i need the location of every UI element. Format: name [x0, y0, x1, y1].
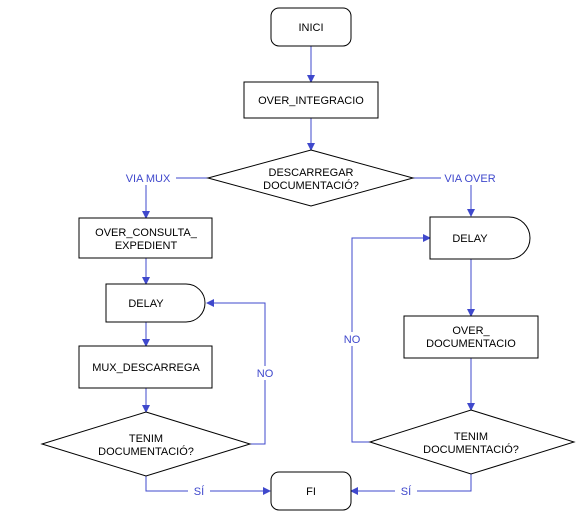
node-over-consulta: OVER_CONSULTA_ EXPEDIENT: [78, 217, 213, 259]
fi-terminator: [270, 471, 352, 511]
node-decision-tenim-left: TENIM DOCUMENTACIÓ?: [40, 411, 252, 477]
decision-descarregar-line1: DESCARREGAR: [269, 167, 354, 179]
node-over-documentacio: OVER_ DOCUMENTACIO: [403, 315, 539, 359]
decision-tenim-right-line2: DOCUMENTACIÓ?: [423, 443, 519, 456]
si-left-label: SÍ: [194, 485, 205, 498]
over-consulta-line2: EXPEDIENT: [115, 240, 178, 252]
mux-descarrega-box: [78, 345, 213, 389]
node-over-integracio: OVER_INTEGRACIO: [243, 81, 379, 119]
si-left-label-bg: [188, 484, 210, 498]
node-decision-descarregar: DESCARREGAR DOCUMENTACIÓ?: [206, 149, 415, 207]
delay-left-label: DELAY: [128, 298, 164, 310]
over-documentacio-line2: DOCUMENTACIO: [426, 338, 516, 350]
no-right-label: NO: [344, 334, 361, 346]
node-inici: INICI: [270, 7, 352, 47]
delay-left-shape: [105, 283, 206, 323]
no-right-label-bg: [339, 332, 365, 346]
decision-tenim-right-line1: TENIM: [454, 431, 488, 443]
via-over-label: VIA OVER: [444, 173, 495, 185]
edge-si-left-to-fi: [145, 476, 271, 495]
over-integracio-box: [243, 81, 379, 119]
inici-terminator: [270, 7, 352, 47]
decision-tenim-left-line1: TENIM: [129, 433, 163, 445]
node-delay-left: DELAY: [105, 283, 206, 323]
decision-descarregar-line2: DOCUMENTACIÓ?: [263, 179, 359, 192]
node-delay-right: DELAY: [429, 216, 531, 260]
decision-descarregar-diamond: [206, 149, 415, 207]
decision-tenim-left-line2: DOCUMENTACIÓ?: [98, 445, 194, 458]
over-consulta-line1: OVER_CONSULTA_: [95, 227, 198, 239]
node-mux-descarrega: MUX_DESCARREGA: [78, 345, 213, 389]
si-right-label-bg: [395, 484, 417, 498]
over-documentacio-line1: OVER_: [452, 325, 490, 337]
delay-right-label: DELAY: [452, 233, 488, 245]
decision-tenim-right-diamond: [368, 409, 576, 475]
over-consulta-box: [78, 217, 213, 259]
via-mux-label-bg: [120, 171, 176, 185]
no-left-label: NO: [257, 368, 274, 380]
inici-label: INICI: [298, 22, 323, 34]
decision-tenim-left-diamond: [40, 411, 252, 477]
fi-label: FI: [306, 486, 316, 498]
via-over-label-bg: [441, 171, 499, 185]
over-integracio-label: OVER_INTEGRACIO: [258, 95, 364, 107]
edge-si-right-to-fi: [350, 474, 472, 495]
node-decision-tenim-right: TENIM DOCUMENTACIÓ?: [368, 409, 576, 475]
edge-labels: VIA MUX VIA OVER NO NO SÍ SÍ: [120, 171, 499, 498]
over-documentacio-box: [403, 315, 539, 359]
mux-descarrega-label: MUX_DESCARREGA: [92, 362, 200, 374]
no-left-label-bg: [252, 366, 278, 380]
si-right-label: SÍ: [401, 485, 412, 498]
node-fi: FI: [270, 471, 352, 511]
via-mux-label: VIA MUX: [126, 173, 171, 185]
delay-right-shape: [429, 216, 531, 260]
